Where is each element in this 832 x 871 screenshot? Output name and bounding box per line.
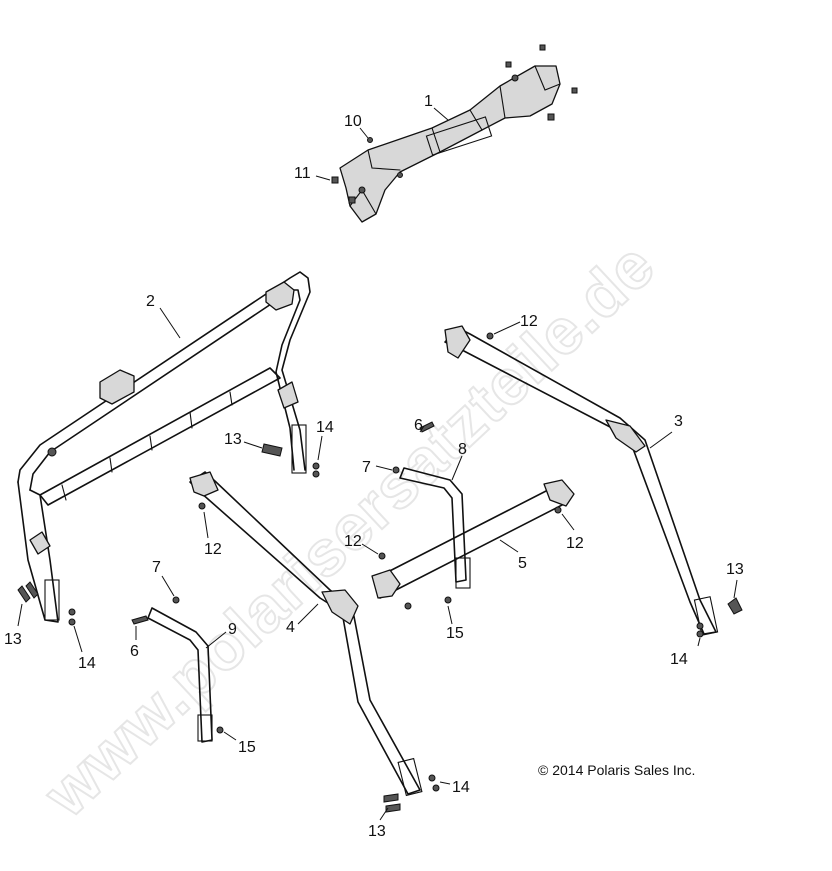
part-9-support <box>147 607 213 743</box>
callout-6-top: 6 <box>414 417 423 434</box>
callout-13-right: 13 <box>726 561 744 578</box>
callout-12-mid: 12 <box>344 533 362 550</box>
callouts: 1 10 11 2 12 3 13 14 6 7 8 12 12 12 5 15… <box>4 93 744 840</box>
part-5-cross-brace <box>371 479 575 599</box>
part-4-left-rear-bar <box>189 471 423 797</box>
copyright-text: © 2014 Polaris Sales Inc. <box>538 762 696 778</box>
callout-3: 3 <box>674 413 683 430</box>
callout-6-bottom: 6 <box>130 643 139 660</box>
part-3-right-rear-bar <box>444 325 719 636</box>
callout-12-right: 12 <box>566 535 584 552</box>
callout-8: 8 <box>458 441 467 458</box>
leader-lines <box>17 107 738 821</box>
part-8-upright <box>399 467 471 589</box>
callout-13-left: 13 <box>4 631 22 648</box>
callout-1: 1 <box>424 93 433 110</box>
callout-12-left: 12 <box>204 541 222 558</box>
callout-7-top: 7 <box>362 459 371 476</box>
callout-13-front: 13 <box>224 431 242 448</box>
callout-10: 10 <box>344 113 362 130</box>
callout-14-left: 14 <box>78 655 96 672</box>
watermark: www.polarisersatzteile.de <box>30 228 669 830</box>
callout-15-bottom: 15 <box>238 739 256 756</box>
loose-fasteners <box>17 332 743 813</box>
callout-12-top: 12 <box>520 313 538 330</box>
callout-9: 9 <box>228 621 237 638</box>
callout-7-bottom: 7 <box>152 559 161 576</box>
callout-4: 4 <box>286 619 295 636</box>
callout-5: 5 <box>518 555 527 572</box>
callout-14-front: 14 <box>316 419 334 436</box>
callout-14-right: 14 <box>670 651 688 668</box>
callout-11: 11 <box>294 165 311 182</box>
part-2-front-roll-bar <box>17 271 311 623</box>
callout-15-mid: 15 <box>446 625 464 642</box>
callout-14-bottom: 14 <box>452 779 470 796</box>
callout-13-bottom: 13 <box>368 823 386 840</box>
fasteners-part-1 <box>331 44 578 204</box>
callout-2: 2 <box>146 293 155 310</box>
part-1-rear-panel <box>339 65 561 223</box>
